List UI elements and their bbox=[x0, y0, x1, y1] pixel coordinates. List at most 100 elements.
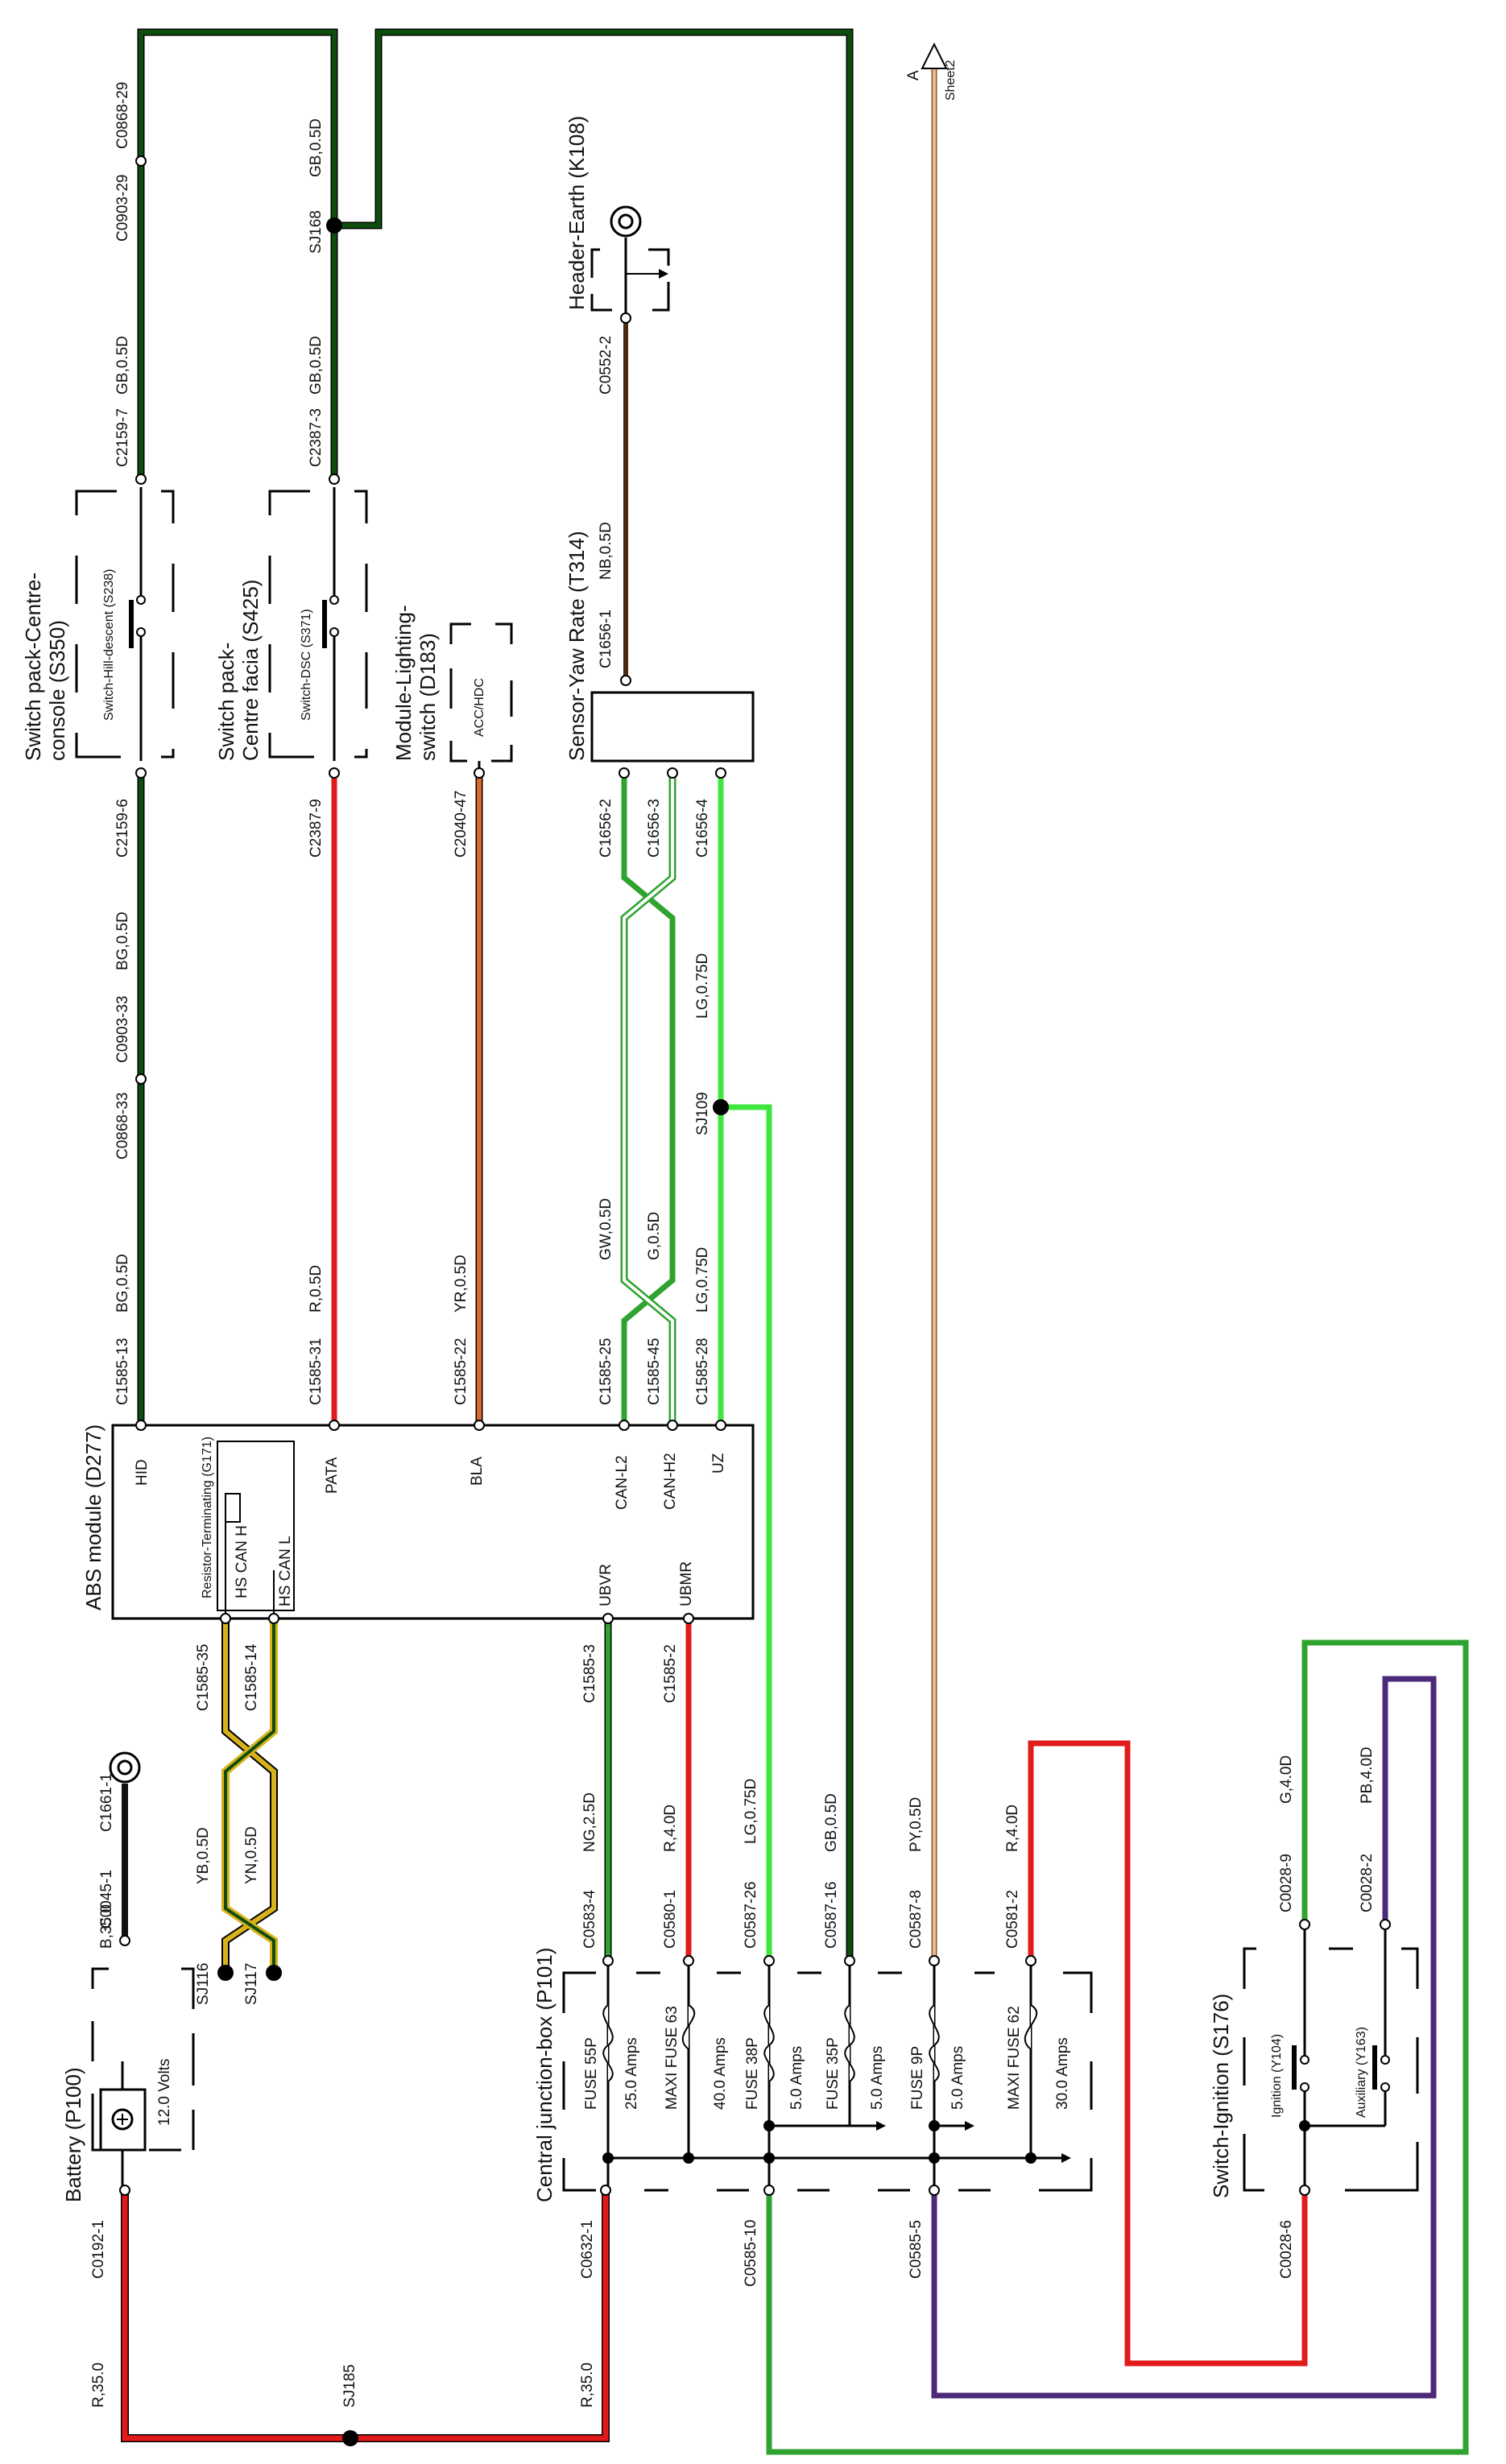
switch-pack-console-symbol bbox=[75, 487, 175, 761]
cjb-title: Central junction-box (P101) bbox=[532, 1948, 556, 2203]
label-c0903-33: C0903-33 bbox=[114, 996, 131, 1063]
switch-pack-facia-symbol bbox=[268, 487, 368, 761]
label-c1585-25: C1585-25 bbox=[598, 1338, 614, 1405]
label-c1585-31: C1585-31 bbox=[308, 1338, 325, 1405]
label-wire-gb05-b: GB,0.5D bbox=[308, 336, 325, 395]
wire-lg-feed bbox=[721, 1104, 772, 1961]
splice-sj168 bbox=[326, 217, 342, 234]
fuse-38p-name: FUSE 38P bbox=[744, 2037, 761, 2110]
connector-c2159-7 bbox=[135, 473, 147, 485]
fuse-maxi63-rating: 40.0 Amps bbox=[712, 2037, 729, 2110]
connector-c0028-2 bbox=[1380, 1919, 1391, 1930]
label-wire-gb05-d: GB,0.5D bbox=[823, 1793, 840, 1852]
yaw-sensor-box bbox=[590, 691, 755, 763]
splice-sj117 bbox=[266, 1965, 282, 1981]
yaw-sensor-title: Sensor-Yaw Rate (T314) bbox=[565, 531, 589, 761]
connector-c0587-8 bbox=[929, 1955, 940, 1966]
label-wire-yn05: YN,0.5D bbox=[243, 1826, 260, 1884]
fuse-35p-symbol bbox=[844, 2004, 855, 2082]
connector-c0868-33 bbox=[135, 1073, 147, 1085]
switch-pack-facia-title-1: Switch pack- bbox=[214, 643, 238, 761]
abs-pin-uz: UZ bbox=[710, 1453, 727, 1474]
connector-c1585-28 bbox=[715, 1420, 726, 1431]
label-c0587-8: C0587-8 bbox=[908, 1890, 925, 1949]
label-c2387-9: C2387-9 bbox=[308, 799, 325, 858]
connector-c2387-3 bbox=[329, 473, 340, 485]
connector-c0587-16 bbox=[844, 1955, 855, 1966]
resistor-box bbox=[217, 1441, 295, 1611]
label-c1656-3: C1656-3 bbox=[646, 799, 663, 858]
label-wire-ng25: NG,2.5D bbox=[581, 1792, 598, 1852]
battery-voltage: 12.0 Volts bbox=[156, 2059, 173, 2126]
connector-c0587-26 bbox=[763, 1955, 775, 1966]
connector-c2387-9 bbox=[329, 767, 340, 779]
fuse-55p-rating: 25.0 Amps bbox=[623, 2037, 640, 2110]
label-wire-yr05: YR,0.5D bbox=[453, 1255, 470, 1313]
splice-sj109 bbox=[713, 1099, 729, 1115]
fuse-maxi62-symbol bbox=[1024, 2004, 1038, 2050]
label-c2387-3: C2387-3 bbox=[308, 408, 325, 467]
sheet2-arrow-icon bbox=[921, 42, 948, 69]
sheet-ref-name: Sheet2 bbox=[944, 60, 958, 101]
splice-sj185 bbox=[342, 2430, 358, 2446]
label-wire-gb05-c: GB,0.5D bbox=[308, 118, 325, 177]
label-c1661-1: C1661-1 bbox=[98, 1773, 115, 1832]
label-c0632-1: C0632-1 bbox=[579, 2220, 596, 2279]
switch-dsc-label: Switch-DSC (S371) bbox=[300, 609, 313, 721]
label-wire-nb05: NB,0.5D bbox=[598, 522, 614, 580]
label-c0583-4: C0583-4 bbox=[581, 1890, 598, 1949]
label-wire-g05: G,0.5D bbox=[646, 1212, 663, 1260]
connector-c1585-14 bbox=[268, 1613, 279, 1624]
label-wire-gw05: GW,0.5D bbox=[598, 1198, 614, 1260]
fuse-9p-rating: 5.0 Amps bbox=[950, 2046, 966, 2110]
fuse-55p-symbol bbox=[602, 2004, 614, 2082]
label-c0581-2: C0581-2 bbox=[1004, 1890, 1021, 1949]
fuse-maxi62-name: MAXI FUSE 62 bbox=[1006, 2006, 1023, 2110]
connector-c0583-4 bbox=[602, 1955, 614, 1966]
abs-module-title: ABS module (D277) bbox=[81, 1424, 106, 1610]
fuse-maxi62-rating: 30.0 Amps bbox=[1054, 2037, 1071, 2110]
label-sj109: SJ109 bbox=[694, 1092, 711, 1135]
connector-c1656-1 bbox=[620, 675, 631, 686]
abs-pin-ubmr: UBMR bbox=[678, 1561, 695, 1606]
switch-pack-facia-title-2: Centre facia (S425) bbox=[238, 580, 263, 761]
connector-c1585-35 bbox=[220, 1613, 231, 1624]
abs-pin-can-l2: CAN-L2 bbox=[614, 1455, 631, 1510]
label-c1656-1: C1656-1 bbox=[598, 610, 614, 668]
connector-c0581-2 bbox=[1025, 1955, 1036, 1966]
fuse-38p-rating: 5.0 Amps bbox=[788, 2046, 805, 2110]
label-wire-lg075-c: LG,0.75D bbox=[743, 1779, 759, 1844]
earth-symbol-header bbox=[590, 205, 670, 318]
label-wire-r40-a: R,4.0D bbox=[662, 1805, 679, 1852]
connector-c1585-31 bbox=[329, 1420, 340, 1431]
connector-c2159-6 bbox=[135, 767, 147, 779]
wire-r35-feed bbox=[121, 2190, 610, 2442]
connector-c2040-47 bbox=[474, 767, 485, 779]
label-c0585-10: C0585-10 bbox=[743, 2220, 759, 2287]
label-c2040-47: C2040-47 bbox=[453, 791, 470, 858]
ignition-sw1-label: Ignition (Y104) bbox=[1270, 2034, 1284, 2118]
label-c0868-29: C0868-29 bbox=[114, 82, 131, 149]
label-sj185: SJ185 bbox=[341, 2364, 358, 2408]
label-wire-lg075-a: LG,0.75D bbox=[694, 1247, 711, 1313]
label-wire-r05: R,0.5D bbox=[308, 1265, 325, 1313]
connector-c1656-2 bbox=[619, 767, 630, 779]
abs-pin-hs-can-l: HS CAN L bbox=[277, 1536, 294, 1606]
label-c0585-5: C0585-5 bbox=[908, 2220, 925, 2279]
abs-pin-ubvr: UBVR bbox=[598, 1564, 614, 1606]
abs-pin-hs-can-h: HS CAN H bbox=[234, 1525, 250, 1598]
label-wire-py05: PY,0.5D bbox=[908, 1797, 925, 1852]
label-c0903-29: C0903-29 bbox=[114, 175, 131, 242]
connector-c1585-2 bbox=[683, 1613, 694, 1624]
wire-pb40 bbox=[931, 1676, 1437, 2399]
fuse-55p-name: FUSE 55P bbox=[583, 2037, 600, 2110]
label-c0028-9: C0028-9 bbox=[1278, 1854, 1295, 1912]
label-c1585-35: C1585-35 bbox=[195, 1644, 212, 1711]
wire-hs-can-pair bbox=[221, 1619, 278, 1973]
connector-c1585-22 bbox=[474, 1420, 485, 1431]
switch-pack-console-title-1: Switch pack-Centre- bbox=[21, 573, 45, 761]
ignition-title: Switch-Ignition (S176) bbox=[1209, 1994, 1233, 2198]
label-wire-r35-right: R,35.0 bbox=[579, 2363, 596, 2408]
connector-c0632-1 bbox=[600, 2185, 611, 2196]
resistor-label: Resistor-Terminating (G171) bbox=[201, 1437, 214, 1598]
